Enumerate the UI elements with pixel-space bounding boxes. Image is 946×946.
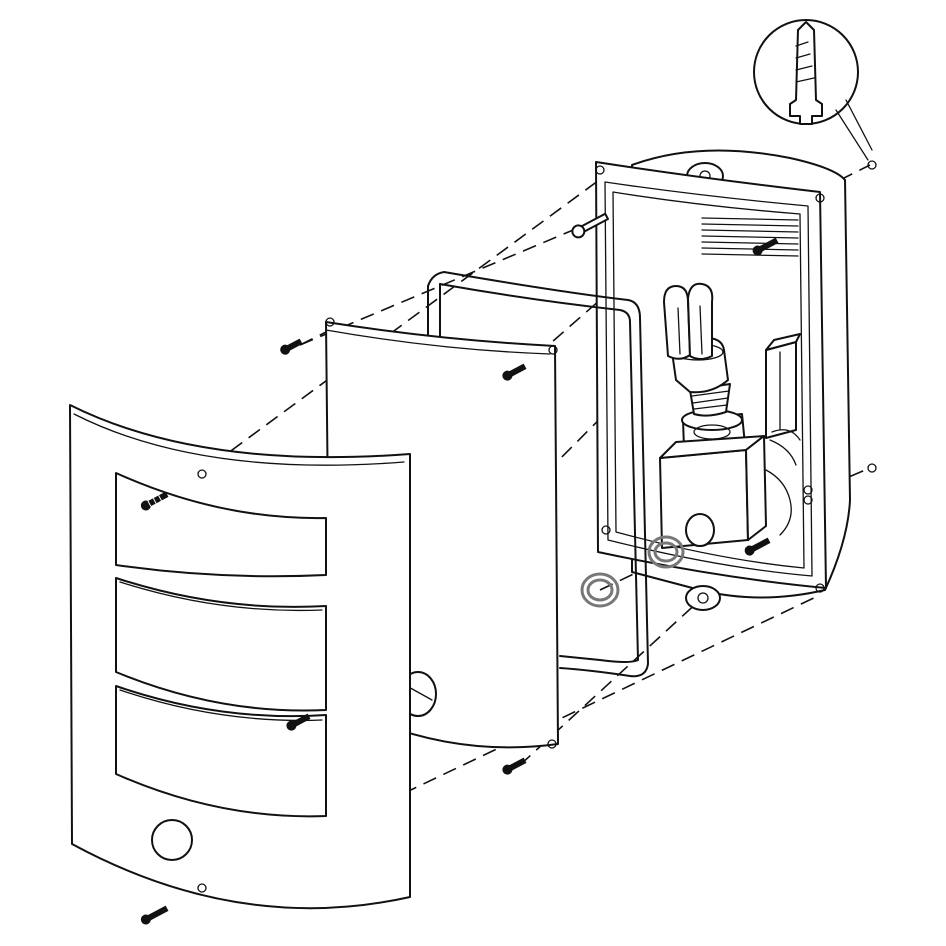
screw-housing-vent bbox=[752, 237, 779, 256]
screw-diffuser-top bbox=[502, 363, 527, 381]
ventilation-slots bbox=[701, 217, 799, 257]
screw-diffuser-bottom bbox=[502, 757, 527, 775]
screw-housing-top bbox=[571, 212, 610, 239]
screw-housing-bottom bbox=[744, 537, 771, 556]
screw-gasket-left bbox=[280, 338, 303, 355]
terminal-block bbox=[659, 429, 813, 549]
cable-gland-rear bbox=[647, 535, 685, 569]
grille-cable-hole bbox=[151, 819, 193, 861]
screw-grille-middle bbox=[286, 713, 311, 731]
cable-gland-front bbox=[580, 572, 620, 608]
grille-slot-bottom bbox=[115, 685, 327, 818]
grille-slot-top bbox=[115, 472, 327, 578]
wall-plug-callout bbox=[753, 19, 877, 473]
wall-plug-icon bbox=[789, 21, 823, 125]
screw-grille-top bbox=[140, 491, 169, 511]
bottom-mounting-lug bbox=[685, 585, 721, 611]
front-grille bbox=[69, 404, 411, 910]
compact-fluorescent-bulb bbox=[663, 282, 731, 417]
grille-slot-middle bbox=[115, 577, 327, 712]
screw-grille-bottom bbox=[140, 905, 169, 925]
ballast bbox=[765, 333, 801, 439]
